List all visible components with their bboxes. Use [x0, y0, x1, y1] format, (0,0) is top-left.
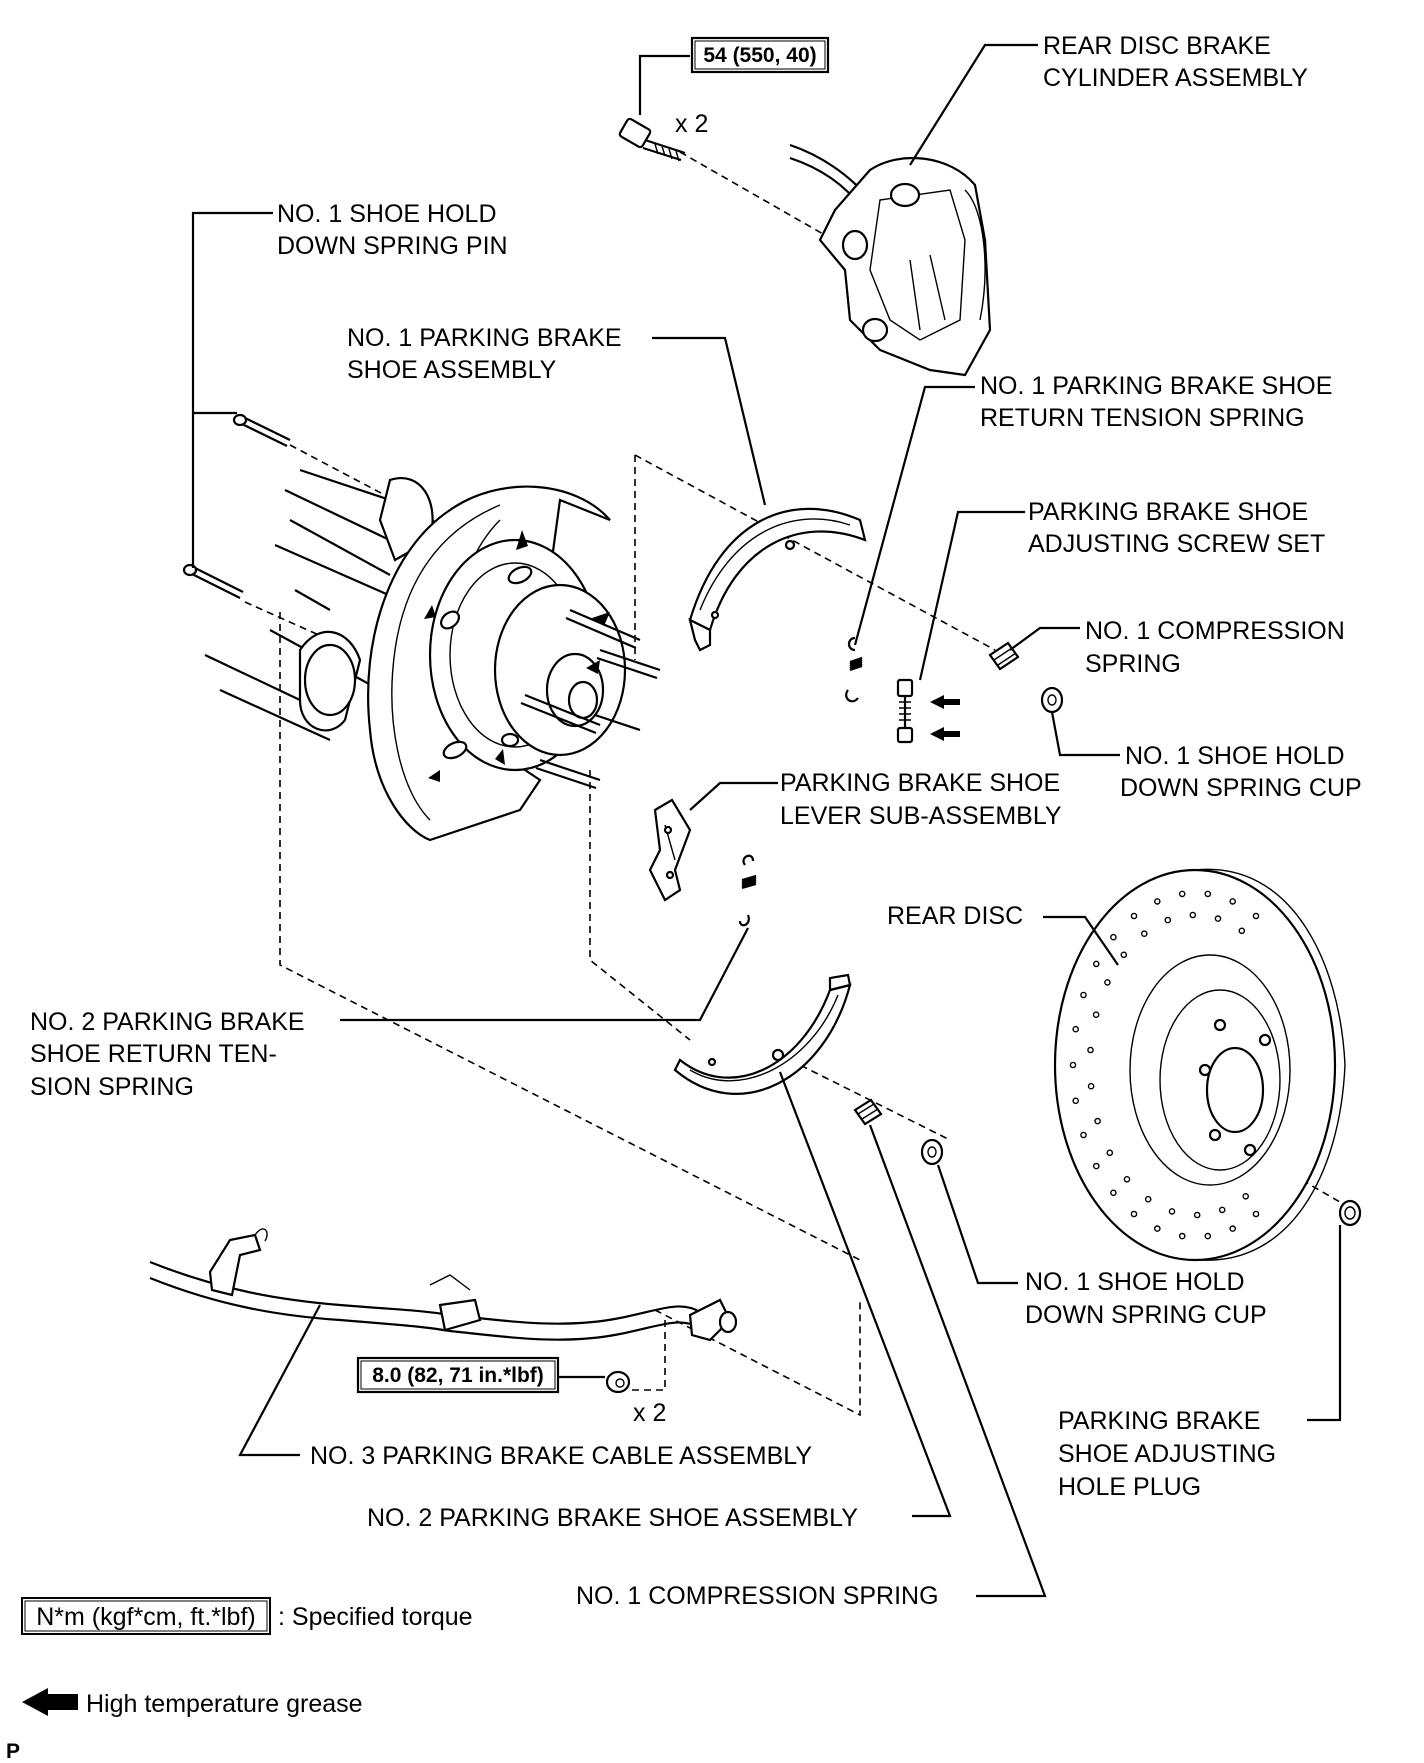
disc-drill-hole	[1242, 1193, 1249, 1200]
disc-drill-hole	[1144, 1195, 1152, 1203]
disc-drill-hole	[1229, 898, 1236, 905]
disc-drill-hole	[1168, 1208, 1176, 1215]
label-cup-lower-1: NO. 1 SHOE HOLD	[1025, 1268, 1245, 1296]
leader-lines	[191, 43, 1342, 1598]
parking-brake-shoe-lever	[648, 798, 692, 902]
hole-plug	[1338, 1199, 1362, 1227]
label-tension2-2: SHOE RETURN TEN-	[30, 1040, 277, 1068]
grease-arrow-icon	[22, 1688, 78, 1716]
disc-drill-hole	[1094, 1117, 1101, 1125]
label-caliper-1: REAR DISC BRAKE	[1043, 32, 1271, 60]
shoe-hold-down-cup-lower	[920, 1138, 944, 1166]
disc-drill-hole	[1069, 1061, 1077, 1069]
disc-drill-hole	[1080, 1131, 1087, 1139]
disc-drill-hole	[1218, 1206, 1226, 1214]
cable-nut-torque-value: 8.0 (82, 71 in.*lbf)	[372, 1364, 544, 1387]
disc-drill-hole	[1072, 1097, 1079, 1105]
disc-drill-hole	[1154, 1225, 1161, 1232]
no1-return-tension-spring	[845, 636, 863, 703]
label-pin-2: DOWN SPRING PIN	[277, 232, 508, 260]
disc-drill-hole	[1072, 1025, 1079, 1033]
label-shoe1-2: SHOE ASSEMBLY	[347, 356, 557, 384]
disc-drill-hole	[1110, 933, 1117, 941]
caliper-bolt-qty: x 2	[675, 110, 708, 138]
disc-drill-hole	[1204, 890, 1212, 898]
label-tension2-1: NO. 2 PARKING BRAKE	[30, 1008, 305, 1036]
label-comp-upper-1: NO. 1 COMPRESSION	[1085, 617, 1345, 645]
disc-drill-hole	[1204, 1232, 1212, 1240]
label-plug-1: PARKING BRAKE	[1058, 1407, 1260, 1435]
label-comp-lower: NO. 1 COMPRESSION SPRING	[576, 1582, 939, 1610]
legend-torque-text: : Specified torque	[278, 1603, 473, 1631]
disc-drill-hole	[1229, 1225, 1236, 1232]
caliper-bolt	[618, 117, 686, 162]
no1-parking-brake-shoe	[688, 507, 867, 652]
no2-parking-brake-shoe	[673, 973, 852, 1095]
disc-drill-hole	[1130, 1210, 1138, 1218]
disc-drill-hole	[1087, 1046, 1094, 1054]
disc-drill-hole	[1238, 927, 1246, 935]
disc-drill-hole	[1154, 898, 1161, 905]
rear-disc-brake-cylinder	[789, 143, 992, 377]
legend-torque-box: N*m (kgf*cm, ft.*lbf)	[36, 1603, 255, 1631]
disc-drill-hole	[1189, 911, 1197, 919]
label-tension1-2: RETURN TENSION SPRING	[980, 404, 1305, 432]
disc-drill-hole	[1178, 1232, 1186, 1240]
axle-hub-assembly	[204, 468, 661, 842]
caliper-torque-value: 54 (550, 40)	[703, 44, 816, 67]
label-plug-3: HOLE PLUG	[1058, 1473, 1201, 1501]
disc-drill-hole	[1104, 979, 1111, 986]
disc-drill-hole	[1087, 1082, 1095, 1090]
disc-drill-hole	[1093, 1162, 1100, 1170]
label-cup-upper-1: NO. 1 SHOE HOLD	[1125, 742, 1345, 770]
compression-spring-lower	[853, 1098, 883, 1126]
part-labels: REAR DISC BRAKE CYLINDER ASSEMBLY NO. 1 …	[30, 32, 1362, 1610]
cable-nut	[605, 1370, 631, 1394]
disc-drill-hole	[1106, 1149, 1114, 1157]
disc-drill-hole	[1123, 1176, 1131, 1183]
rear-disc	[1053, 868, 1346, 1262]
adjusting-screw-set	[896, 678, 960, 744]
disc-drill-hole	[1141, 930, 1148, 938]
corner-mark: P	[6, 1740, 20, 1763]
label-tension2-3: SION SPRING	[30, 1073, 194, 1101]
disc-drill-hole	[1252, 912, 1260, 920]
shoe-hold-down-pins	[182, 413, 291, 599]
label-pin-1: NO. 1 SHOE HOLD	[277, 200, 497, 228]
label-cup-upper-2: DOWN SPRING CUP	[1120, 774, 1362, 802]
no2-return-tension-spring	[738, 854, 757, 927]
label-lever-1: PARKING BRAKE SHOE	[780, 769, 1060, 797]
label-caliper-2: CYLINDER ASSEMBLY	[1043, 64, 1308, 92]
label-cable: NO. 3 PARKING BRAKE CABLE ASSEMBLY	[310, 1442, 812, 1470]
label-lever-2: LEVER SUB-ASSEMBLY	[780, 802, 1062, 830]
legend: N*m (kgf*cm, ft.*lbf) : Specified torque…	[6, 1597, 473, 1763]
disc-drill-hole	[1130, 912, 1138, 920]
label-comp-upper-2: SPRING	[1085, 650, 1181, 678]
disc-drill-hole	[1178, 890, 1186, 898]
disc-drill-hole	[1120, 951, 1128, 959]
disc-drill-hole	[1252, 1210, 1260, 1218]
disc-drill-hole	[1092, 1011, 1100, 1019]
disc-drill-hole	[1214, 915, 1222, 922]
disc-drill-hole	[1164, 916, 1172, 924]
label-cup-lower-2: DOWN SPRING CUP	[1025, 1301, 1267, 1329]
label-shoe1-1: NO. 1 PARKING BRAKE	[347, 324, 622, 352]
label-tension1-1: NO. 1 PARKING BRAKE SHOE	[980, 372, 1332, 400]
torque-spec-cable-nut: 8.0 (82, 71 in.*lbf)	[356, 1356, 560, 1394]
torque-spec-caliper: 54 (550, 40)	[690, 36, 830, 74]
cable-nut-qty: x 2	[633, 1399, 666, 1427]
disc-drill-hole	[1193, 1211, 1201, 1219]
shoe-hold-down-cup-upper	[1040, 686, 1064, 714]
disc-drill-hole	[1093, 960, 1100, 968]
parking-brake-cable	[149, 1228, 738, 1342]
disc-drill-hole	[1110, 1189, 1117, 1197]
label-plug-2: SHOE ADJUSTING	[1058, 1440, 1276, 1468]
label-shoe2: NO. 2 PARKING BRAKE SHOE ASSEMBLY	[367, 1504, 858, 1532]
label-disc: REAR DISC	[887, 902, 1023, 930]
disc-drill-hole	[1080, 991, 1087, 999]
label-adjuster-2: ADJUSTING SCREW SET	[1028, 530, 1325, 558]
legend-grease-text: High temperature grease	[86, 1690, 363, 1718]
label-adjuster-1: PARKING BRAKE SHOE	[1028, 498, 1308, 526]
